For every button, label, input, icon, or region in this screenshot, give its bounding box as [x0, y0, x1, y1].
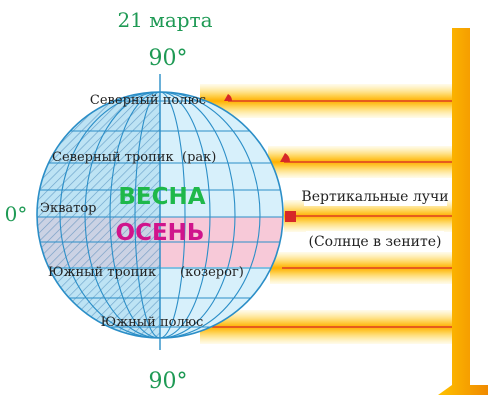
- sun-rays: [200, 84, 470, 344]
- north-tropic-note: (рак): [182, 150, 216, 165]
- south-pole-label: Южный полюс: [101, 315, 204, 330]
- north-tropic-label: Северный тропик: [52, 150, 174, 165]
- south-tropic-note: (козерог): [180, 265, 244, 280]
- date-title: 21 марта: [117, 8, 212, 32]
- sun-shape: [438, 28, 488, 395]
- angle-marker: [280, 153, 291, 162]
- south-tropic-label: Южный тропик: [48, 265, 156, 280]
- north-pole-label: Северный полюс: [90, 93, 206, 108]
- zenith-label-bg: [306, 231, 444, 251]
- spring-label: ВЕСНА: [118, 184, 205, 210]
- zenith-label: (Солнце в зените): [309, 234, 442, 250]
- bottom-degree: 90°: [149, 369, 188, 394]
- rays-label: Вертикальные лучи: [301, 189, 448, 205]
- top-degree: 90°: [149, 46, 188, 71]
- left-degree: 0°: [5, 202, 28, 226]
- autumn-label: ОСЕНЬ: [116, 220, 205, 246]
- angle-marker: [224, 94, 233, 101]
- rays-label-bg: [304, 186, 447, 206]
- zenith-marker: [285, 211, 296, 222]
- sun-label: СОЛНЦЕ: [470, 156, 490, 275]
- equator-label: Экватор: [40, 201, 96, 216]
